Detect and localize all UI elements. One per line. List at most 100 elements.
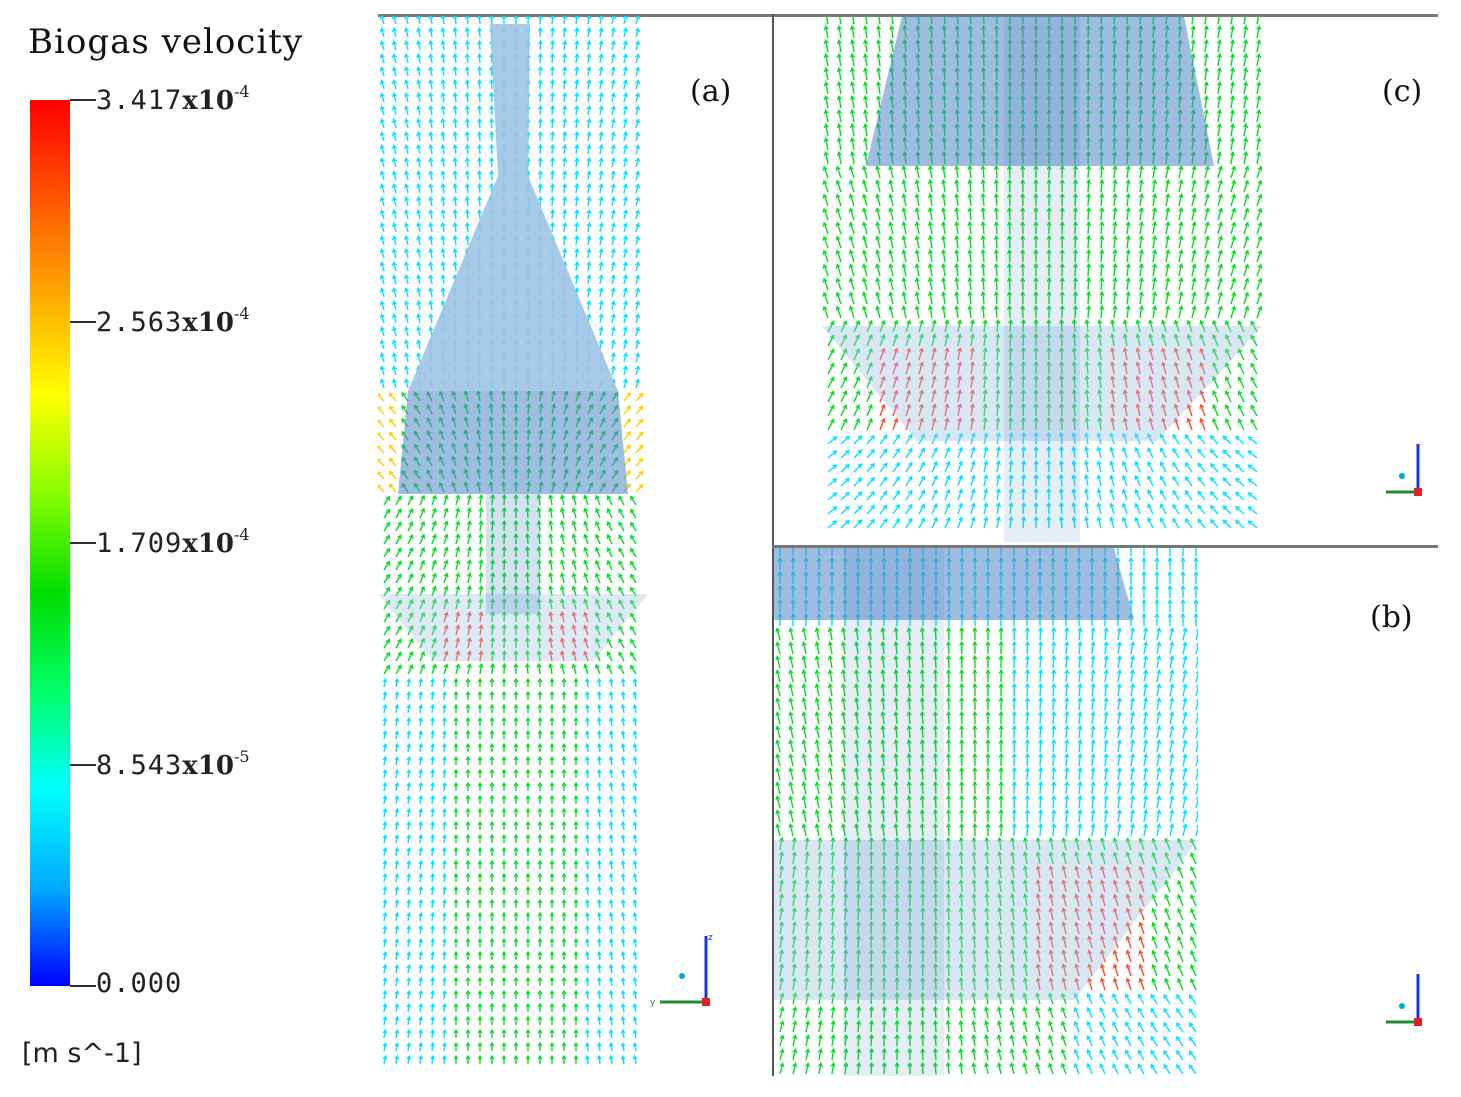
velocity-arrow [1083,446,1090,459]
velocity-arrow [536,532,542,545]
velocity-arrow [606,572,613,584]
velocity-arrow [1008,416,1014,431]
velocity-arrow [1182,697,1188,711]
velocity-arrow [416,118,422,129]
velocity-arrow [443,507,449,519]
velocity-arrow [537,729,543,739]
velocity-arrow [440,143,446,155]
velocity-arrow [822,207,829,221]
velocity-arrow [919,668,925,683]
velocity-arrow [1169,711,1175,725]
velocity-arrow [919,794,925,809]
velocity-arrow [1191,291,1197,305]
velocity-arrow [430,716,435,727]
velocity-arrow [1128,570,1134,584]
velocity-arrow [822,165,829,179]
velocity-arrow [946,752,952,767]
velocity-arrow [959,668,965,683]
velocity-arrow [562,221,568,233]
velocity-arrow [1191,193,1197,207]
velocity-arrow [608,937,614,948]
velocity-arrow [561,989,567,999]
tick-power: -4 [233,82,250,101]
velocity-arrow [843,878,849,893]
colorbar-tick-label: 2.563x10-4 [96,304,250,338]
velocity-arrow [1061,963,1067,977]
velocity-arrow [1020,402,1026,417]
velocity-arrow [537,950,543,960]
velocity-arrow [863,95,869,109]
velocity-arrow [513,677,519,687]
velocity-arrow [840,809,847,823]
velocity-arrow [1099,206,1105,221]
velocity-arrow [524,571,531,584]
velocity-arrow [630,586,637,597]
velocity-arrow [1250,320,1258,333]
velocity-arrow [430,846,435,857]
velocity-arrow [585,794,590,805]
velocity-arrow [416,352,422,363]
velocity-arrow [1169,781,1175,795]
velocity-arrow [862,249,868,263]
velocity-arrow [843,1005,849,1019]
velocity-arrow [1125,865,1132,879]
velocity-arrow [571,637,577,649]
velocity-arrow [967,304,973,319]
velocity-arrow [823,123,829,137]
velocity-arrow [998,738,1004,753]
velocity-arrow [1059,290,1065,305]
velocity-arrow [893,808,899,823]
velocity-arrow [863,81,869,95]
velocity-arrow [1064,640,1070,655]
velocity-arrow [840,683,847,697]
velocity-arrow [608,729,614,740]
velocity-arrow [1064,710,1070,725]
velocity-arrow [1048,992,1054,1005]
velocity-arrow [559,494,565,506]
velocity-arrow [537,677,543,687]
velocity-arrow [1134,516,1141,529]
velocity-arrow [1143,795,1149,809]
velocity-arrow [1010,851,1016,865]
velocity-arrow [585,833,590,844]
velocity-arrow [827,823,833,837]
velocity-arrow [419,585,426,597]
velocity-arrow [1199,347,1206,361]
velocity-arrow [932,752,939,767]
velocity-arrow [382,873,388,883]
velocity-arrow [536,519,542,532]
velocity-arrow [623,431,631,441]
velocity-arrow [442,1028,447,1039]
velocity-arrow [1077,794,1083,809]
velocity-arrow [1125,963,1132,977]
velocity-arrow [1077,640,1083,655]
velocity-arrow [586,247,592,259]
velocity-arrow [536,610,542,623]
velocity-arrow [849,151,856,165]
velocity-arrow [1186,347,1193,361]
velocity-arrow [1197,476,1206,487]
velocity-arrow [993,178,999,193]
velocity-arrow [879,361,886,375]
velocity-arrow [418,924,424,935]
velocity-arrow [1122,347,1128,361]
velocity-arrow [418,963,424,974]
velocity-arrow [524,493,531,506]
velocity-arrow [918,503,926,515]
velocity-arrow [894,1005,900,1019]
velocity-arrow [379,352,385,363]
velocity-arrow [630,599,637,610]
velocity-arrow [1138,220,1144,235]
velocity-arrow [598,326,604,337]
velocity-arrow [1247,520,1258,529]
velocity-arrow [1071,445,1077,459]
velocity-arrow [875,165,881,179]
velocity-arrow [618,586,625,597]
velocity-arrow [407,612,414,623]
velocity-arrow [814,627,820,641]
velocity-arrow [1046,388,1052,403]
velocity-arrow [814,725,820,739]
velocity-arrow [866,417,873,431]
velocity-arrow [914,207,920,221]
velocity-arrow [548,624,554,636]
